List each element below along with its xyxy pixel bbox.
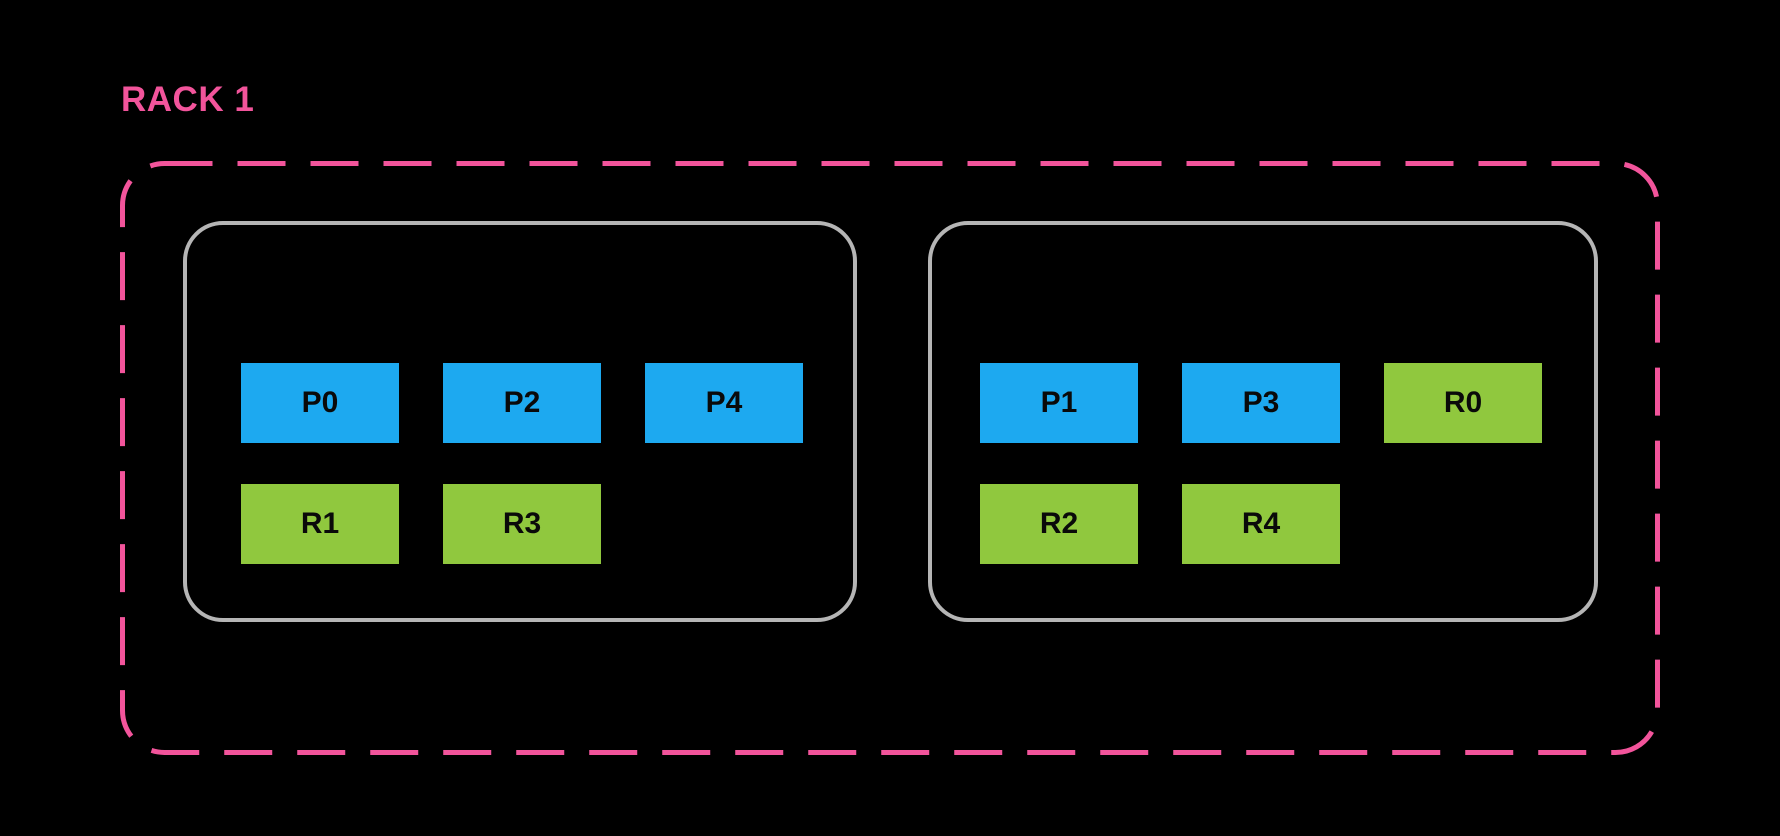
node-2-row-2: R2 R4: [980, 484, 1542, 564]
box-r4: R4: [1182, 484, 1340, 564]
node-2-rows: P1 P3 R0 R2 R4: [980, 363, 1542, 564]
box-p1: P1: [980, 363, 1138, 443]
box-p3: P3: [1182, 363, 1340, 443]
box-r2: R2: [980, 484, 1138, 564]
rack-title: RACK 1: [121, 80, 255, 119]
node-2: P1 P3 R0 R2 R4: [928, 221, 1598, 622]
box-p0: P0: [241, 363, 399, 443]
box-r1: R1: [241, 484, 399, 564]
node-2-row-1: P1 P3 R0: [980, 363, 1542, 443]
box-p4: P4: [645, 363, 803, 443]
node-1: P0 P2 P4 R1 R3: [183, 221, 857, 622]
box-r0: R0: [1384, 363, 1542, 443]
node-1-rows: P0 P2 P4 R1 R3: [241, 363, 803, 564]
node-1-row-1: P0 P2 P4: [241, 363, 803, 443]
node-1-row-2: R1 R3: [241, 484, 803, 564]
box-r3: R3: [443, 484, 601, 564]
box-p2: P2: [443, 363, 601, 443]
